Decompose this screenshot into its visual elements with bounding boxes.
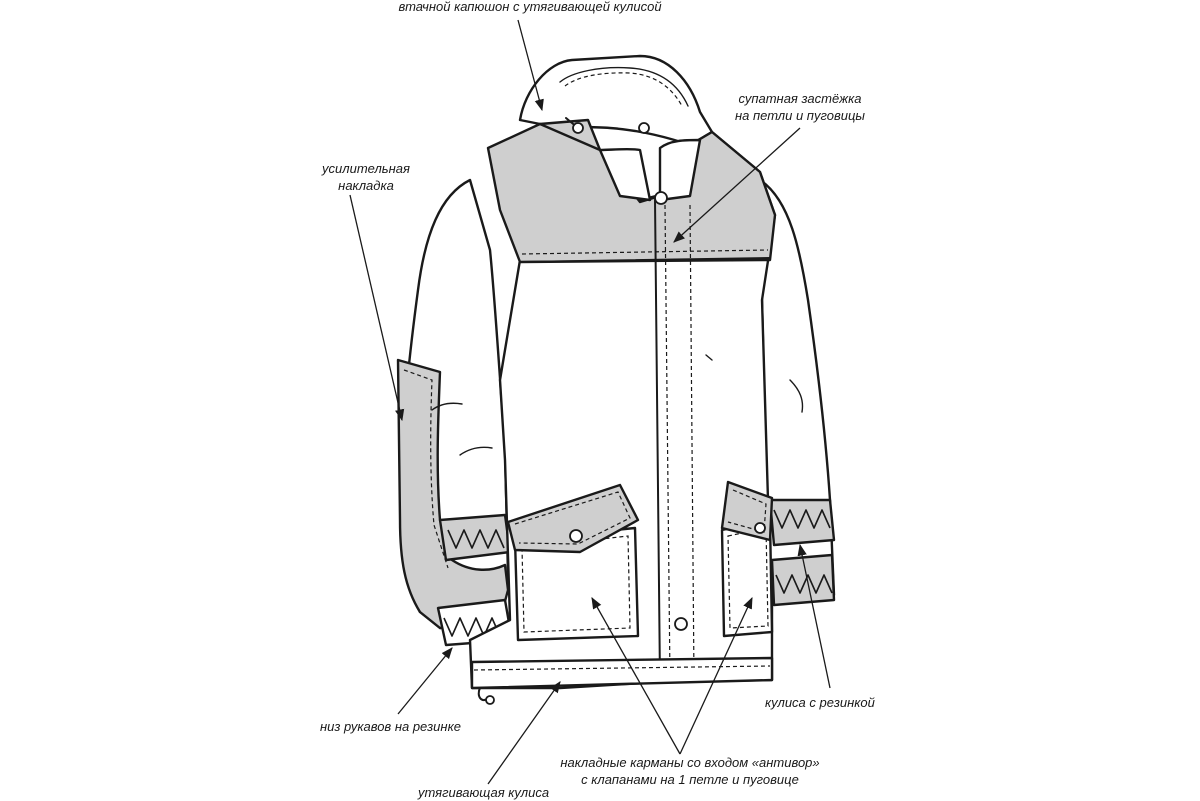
label-drawstring: утягивающая кулиса (418, 785, 550, 800)
leader-pocket-right (679, 596, 753, 755)
label-placket: супатная застёжка на петли и пуговицы (720, 90, 880, 124)
label-sleeve-hem: низ рукавов на резинке (320, 719, 461, 734)
label-reinforcement-line-1: усилительная (322, 161, 410, 176)
callout-leaders (349, 19, 831, 785)
label-hood: втачной капюшон с утягивающей кулисой (398, 0, 662, 14)
placket-button-bottom (674, 617, 688, 631)
left-pocket-button (569, 529, 583, 543)
label-pockets: накладные карманы со входом «антивор» с … (530, 754, 850, 788)
label-pockets-line-2: с клапанами на 1 петле и пуговице (581, 772, 799, 787)
label-placket-line-1: супатная застёжка (738, 91, 862, 106)
leader-sleeve-hem (397, 647, 453, 715)
right-sleeve (758, 178, 836, 607)
label-pockets-line-1: накладные карманы со входом «антивор» (560, 755, 820, 770)
left-sleeve (396, 178, 514, 647)
leader-pocket-left (591, 596, 681, 755)
leader-reinforcement (349, 194, 405, 422)
label-placket-line-2: на петли и пуговицы (735, 108, 865, 123)
leader-elastic-channel (797, 543, 831, 689)
leader-drawstring (487, 681, 561, 785)
right-pocket (720, 480, 774, 638)
label-elastic-channel: кулиса с резинкой (765, 695, 875, 710)
left-pocket (506, 483, 640, 642)
leader-placket (673, 127, 801, 243)
placket-button-top (654, 191, 668, 205)
hood-cord-stopper (572, 122, 584, 134)
right-pocket-button (754, 522, 766, 534)
leader-hood (517, 19, 544, 112)
label-reinforcement-line-2: накладка (338, 178, 394, 193)
label-reinforcement: усилительная накладка (310, 160, 422, 194)
